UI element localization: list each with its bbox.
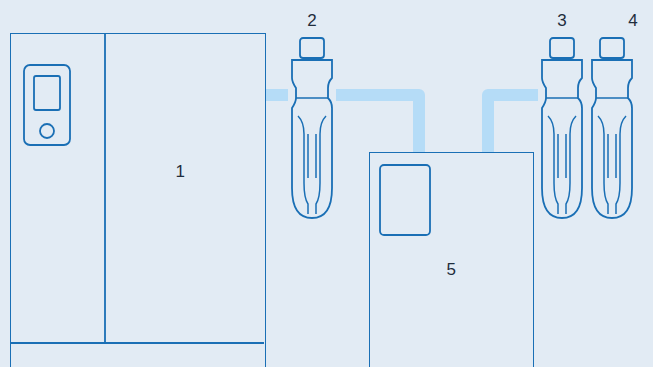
callout-number: 3 <box>557 12 566 29</box>
air-pipe <box>336 95 419 152</box>
compressor-box: 1 <box>10 33 266 367</box>
filter-drawing <box>592 38 632 218</box>
dryer-box: 5 <box>369 152 534 367</box>
callout-number: 2 <box>307 12 316 29</box>
filter-drawing <box>292 38 332 218</box>
filter-drawing <box>542 38 582 218</box>
air-pipe <box>488 95 538 152</box>
callout-number: 1 <box>175 163 184 180</box>
filter-unit: 3 <box>538 8 586 218</box>
filter-unit: 2 <box>288 8 336 218</box>
air-pipe <box>266 89 288 101</box>
compressor-detail <box>11 34 264 343</box>
callout-number: 4 <box>628 12 637 29</box>
filter-unit: 4 <box>588 8 636 218</box>
dryer-detail <box>380 165 430 235</box>
callout-number: 5 <box>446 261 455 278</box>
